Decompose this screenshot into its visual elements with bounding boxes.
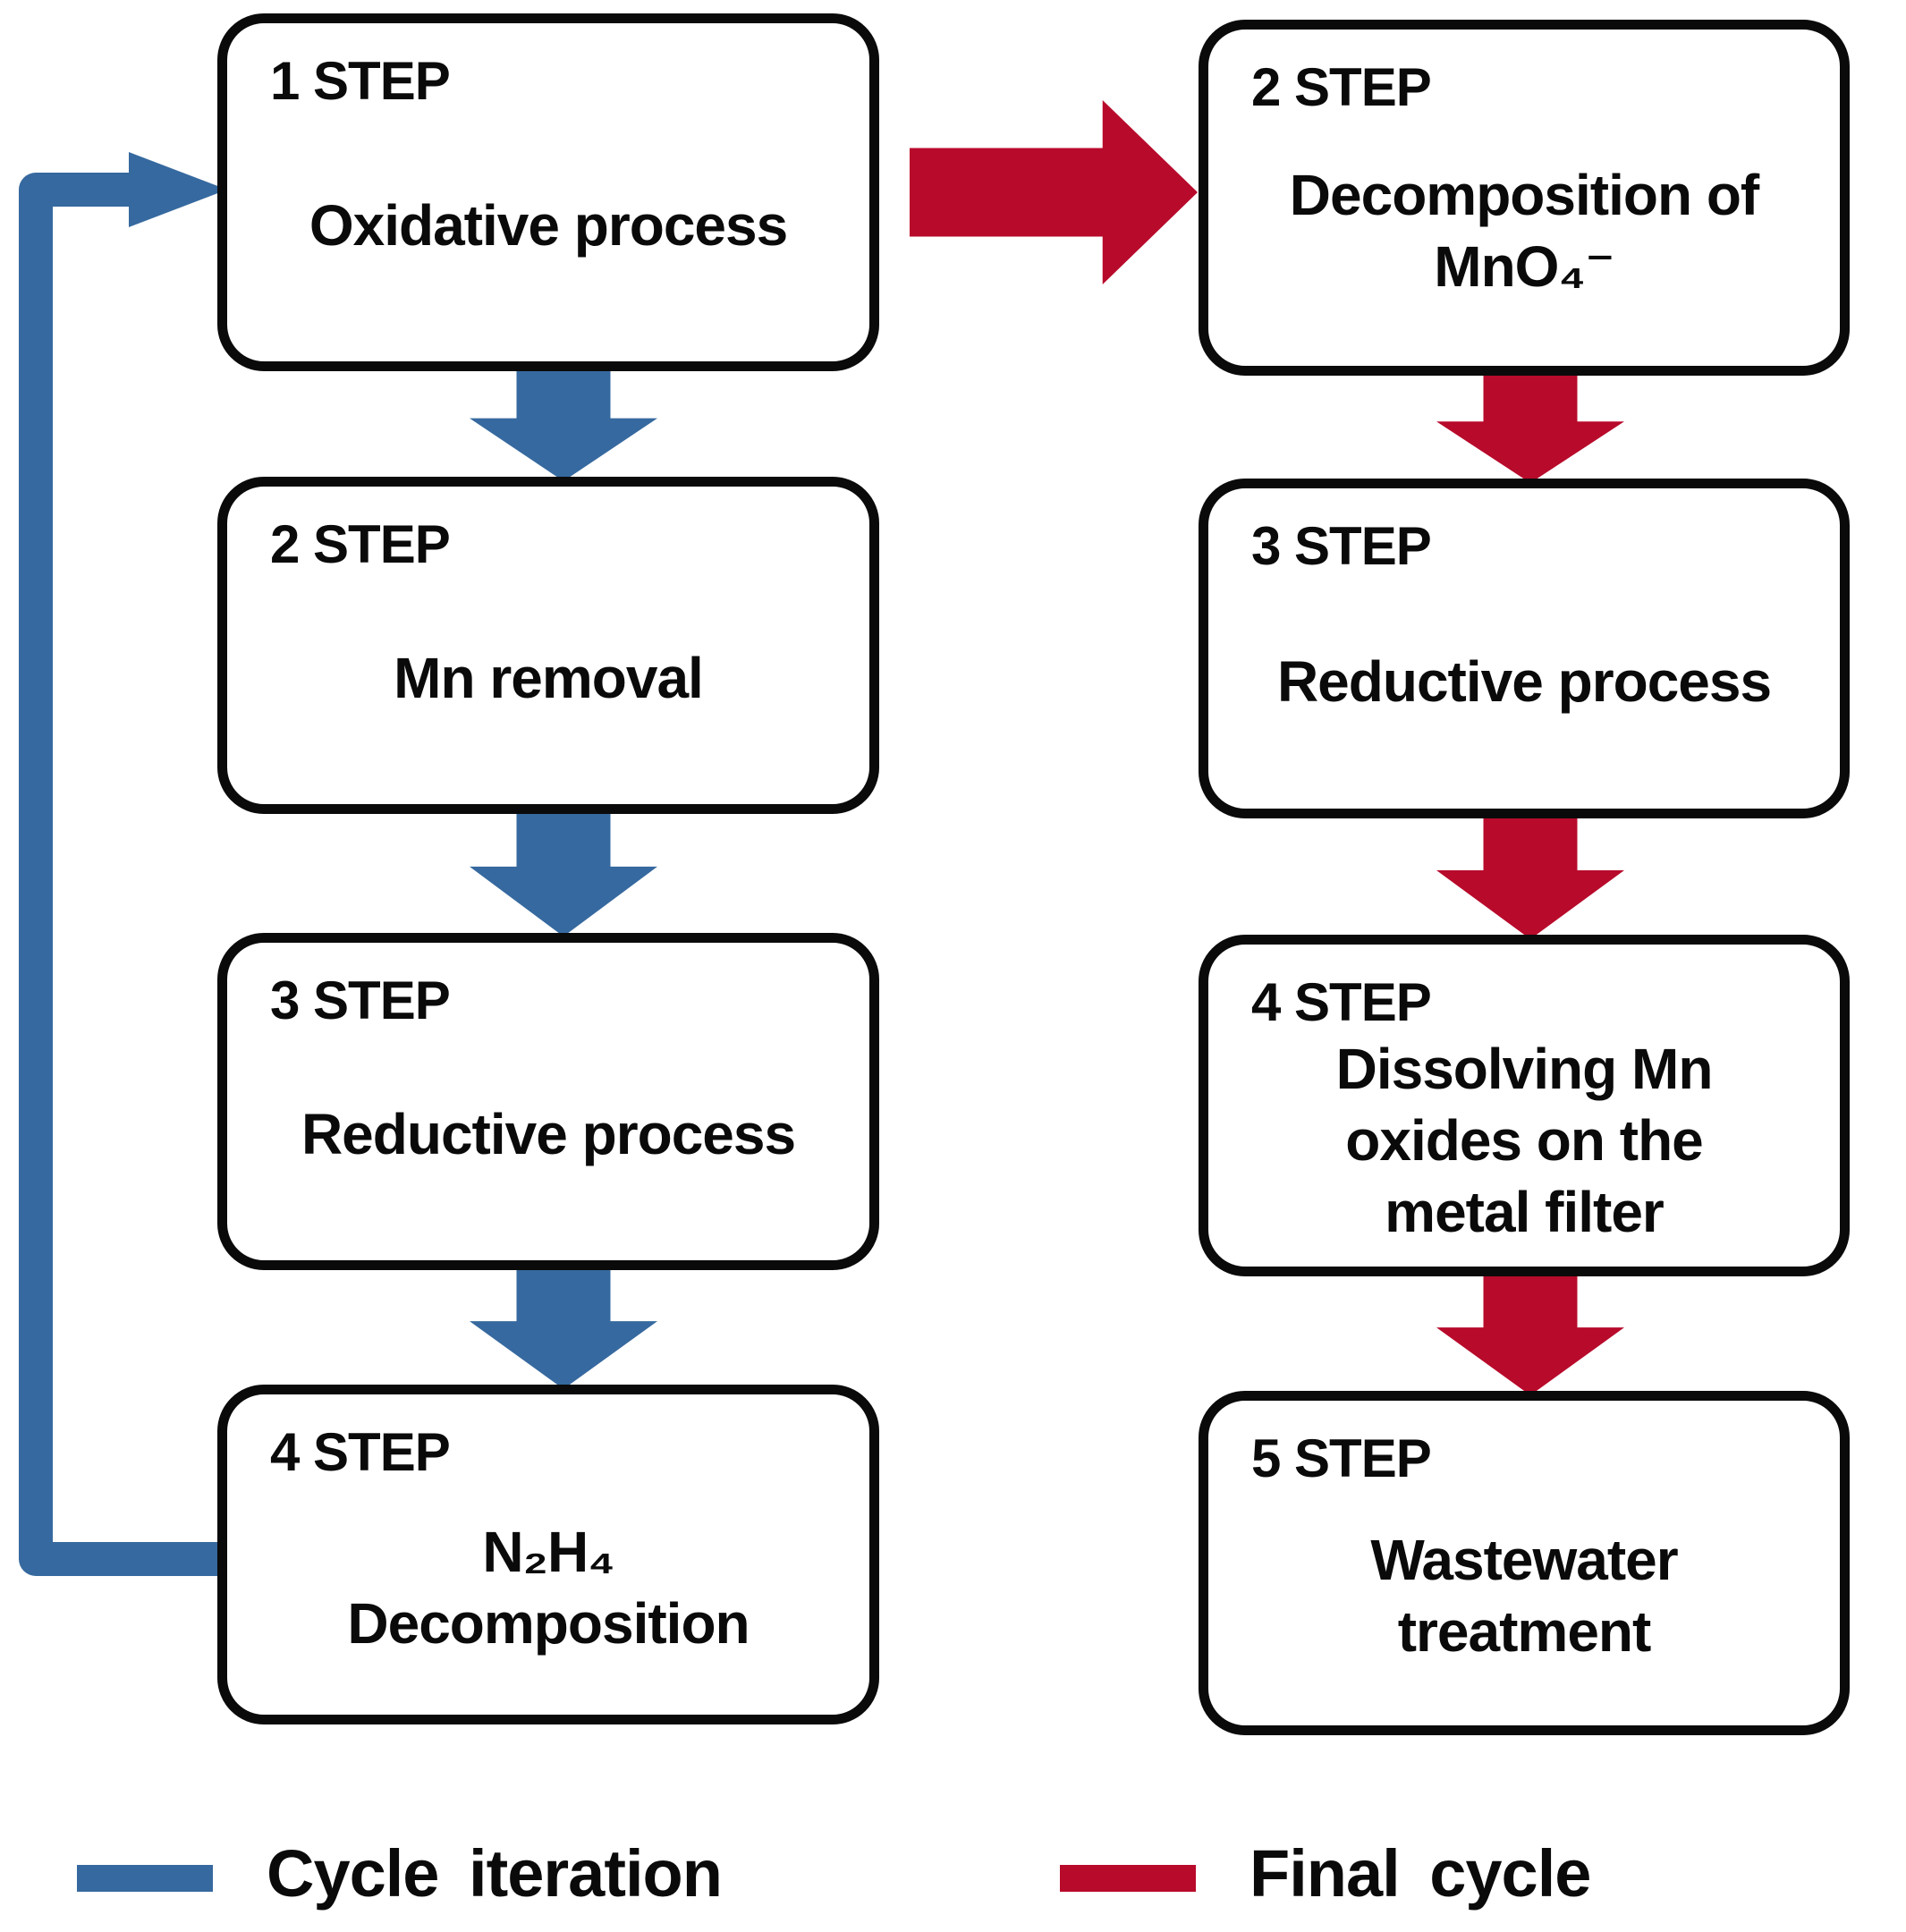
final-cycle-swatch-icon <box>1060 1864 1196 1892</box>
box-right-step2-decomposition-of-mno4: 2 STEP Decomposition of MnO₄⁻ <box>1199 20 1850 376</box>
step-label: 2 STEP <box>270 514 451 574</box>
step-text: Oxidative process <box>309 192 788 258</box>
step-label: 1 STEP <box>270 51 451 111</box>
step-text: N₂H₄ Decomposition <box>347 1519 750 1656</box>
step-text: Mn removal <box>394 646 704 710</box>
box-right-step4-dissolving-mn-oxides: 4 STEP Dissolving Mn oxides on the metal… <box>1199 935 1850 1276</box>
step-label: 3 STEP <box>1251 516 1432 576</box>
box-right-step5-wastewater-treatment: 5 STEP Wastewater treatment <box>1199 1391 1850 1735</box>
step-text: Reductive process <box>301 1102 796 1166</box>
step-label: 5 STEP <box>1251 1428 1432 1488</box>
step-text: Dissolving Mn oxides on the metal filter <box>1335 1037 1714 1244</box>
box-left-step3-reductive-process: 3 STEP Reductive process <box>217 933 879 1270</box>
step-text: Decomposition of MnO₄⁻ <box>1289 162 1759 299</box>
legend-item-cycle-iteration: Cycle iteration <box>77 1835 723 1911</box>
legend-label: Final cycle <box>1249 1836 1591 1911</box>
step-label: 4 STEP <box>270 1422 451 1482</box>
step-label: 2 STEP <box>1251 57 1432 117</box>
step-label: 4 STEP <box>1251 972 1432 1032</box>
cycle-iteration-swatch-icon <box>77 1864 213 1892</box>
cycle-loop-line <box>19 173 225 1576</box>
step-text: Reductive process <box>1276 648 1772 714</box>
box-left-step1-oxidative-process: 1 STEP Oxidative process <box>217 13 879 371</box>
legend-item-final-cycle: Final cycle <box>1060 1835 1591 1911</box>
box-left-step4-n2h4-decomposition: 4 STEP N₂H₄ Decomposition <box>217 1385 879 1724</box>
box-left-step2-mn-removal: 2 STEP Mn removal <box>217 477 879 814</box>
box-right-step3-reductive-process: 3 STEP Reductive process <box>1199 479 1850 818</box>
step-label: 3 STEP <box>270 970 451 1030</box>
step-text: Wastewater treatment <box>1370 1528 1678 1664</box>
cycle-loop-arrowhead <box>129 152 227 227</box>
legend-label: Cycle iteration <box>267 1836 723 1911</box>
